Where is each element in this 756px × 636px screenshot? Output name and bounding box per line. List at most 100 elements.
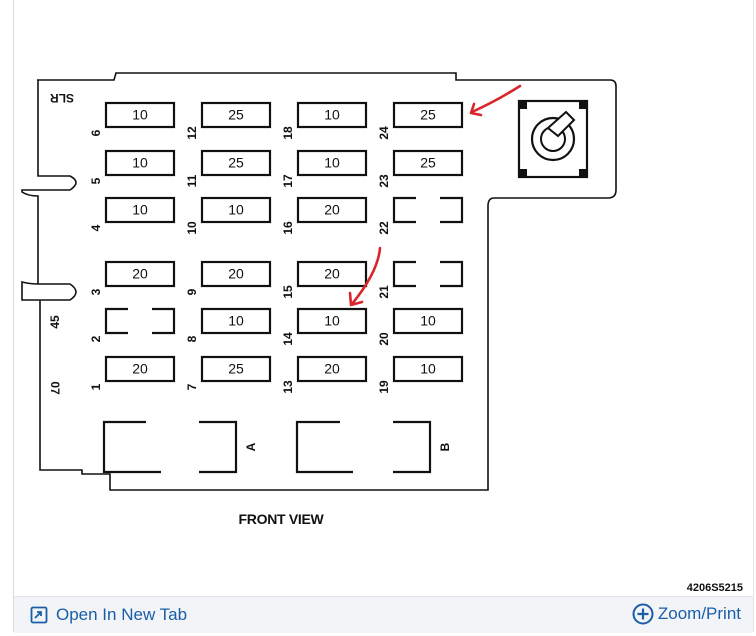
fuse-3-body (104, 260, 176, 288)
fuse-11: 25 11 (185, 149, 272, 187)
circle-plus-icon (632, 603, 654, 625)
fuse-11-number: 11 (185, 174, 199, 187)
fuse-22: 22 (377, 196, 464, 235)
fuse-17-body (296, 149, 368, 177)
relay-b-label: B (438, 442, 452, 451)
relay-a: A (102, 420, 258, 474)
fuse-4-body (104, 196, 176, 224)
fuse-7: 25 7 (185, 355, 272, 390)
label-45: 45 (48, 315, 62, 329)
fuse-13-body (296, 355, 368, 383)
fuse-8-body (200, 307, 272, 335)
fuse-21: 21 (377, 260, 464, 299)
fuse-18-rating: 10 (324, 107, 340, 123)
fuse-17: 10 17 (281, 149, 368, 188)
fuse-18-body (296, 101, 368, 129)
fuse-20-body (392, 307, 464, 335)
fuse-3-rating: 20 (132, 266, 148, 282)
fuse-1-body (104, 355, 176, 383)
fuse-23-number: 23 (377, 174, 391, 188)
fuse-6-number: 6 (89, 129, 103, 136)
red-arrow-middle (348, 246, 382, 307)
rotary-switch (517, 99, 589, 179)
fuse-19-body (392, 355, 464, 383)
slr-label: SLR (50, 91, 74, 105)
fuse-5: 105 (89, 149, 176, 184)
fuse-10-body (200, 196, 272, 224)
fuse-24: 25 24 (377, 101, 464, 140)
fuse-11-rating: 25 (228, 155, 244, 171)
fuse-9-body (200, 260, 272, 288)
fuse-16-rating: 20 (324, 202, 340, 218)
fuse-9: 20 9 (185, 260, 272, 295)
fuse-17-number: 17 (281, 174, 295, 188)
fuse-14-rating: 10 (324, 313, 340, 329)
front-view-caption: FRONT VIEW (239, 511, 325, 527)
fuse-20-rating: 10 (420, 313, 436, 329)
fuse-24-number: 24 (377, 126, 391, 140)
fuse-19-number: 19 (377, 380, 391, 394)
fuse-19-rating: 10 (420, 361, 436, 377)
label-07: 07 (48, 381, 62, 395)
fuse-11-body (200, 149, 272, 177)
fuse-4-number: 4 (89, 224, 103, 231)
fuse-6: 106 (89, 101, 176, 136)
open-in-new-tab-label: Open In New Tab (56, 605, 188, 624)
fuse-23-body (392, 149, 464, 177)
fuse-12-rating: 25 (228, 107, 244, 123)
fuse-17-rating: 10 (324, 155, 340, 171)
red-arrow-top (469, 84, 522, 117)
fuse-2: 2 (89, 307, 176, 342)
fuse-9-rating: 20 (228, 266, 244, 282)
relay-b: B (295, 420, 452, 474)
fuse-15-rating: 20 (324, 266, 340, 282)
fuse-19: 10 19 (377, 355, 464, 394)
fuse-2-empty-slot (104, 307, 176, 335)
fuse-20-number: 20 (377, 332, 391, 346)
fuse-grid: 2012203104105106257108209101025112512201… (89, 101, 464, 394)
fuse-10-rating: 10 (228, 202, 244, 218)
fuse-1: 20 1 (89, 355, 176, 390)
fuse-5-number: 5 (89, 177, 103, 184)
figure-code: 4206S5215 (687, 582, 743, 594)
fuse-15-number: 15 (281, 285, 295, 299)
zoom-print-link[interactable]: Zoom/Print (632, 601, 741, 627)
fuse-14-body (296, 307, 368, 335)
fuse-2-number: 2 (89, 335, 103, 342)
fuse-16-body (296, 196, 368, 224)
fuse-9-number: 9 (185, 288, 199, 295)
open-in-new-tab-icon (30, 606, 48, 624)
zoom-print-label: Zoom/Print (657, 604, 741, 623)
fuse-5-body (104, 149, 176, 177)
fuse-24-rating: 25 (420, 107, 436, 123)
fuse-22-number: 22 (377, 221, 391, 235)
fuse-14-number: 14 (281, 332, 295, 346)
fuse-13-rating: 20 (324, 361, 340, 377)
fuse-4: 10 4 (89, 196, 176, 231)
fuse-1-number: 1 (89, 383, 103, 390)
fuse-3: 20 3 (89, 260, 176, 295)
fuse-1-rating: 20 (132, 361, 148, 377)
fuse-7-number: 7 (185, 383, 199, 390)
fuse-8-rating: 10 (228, 313, 244, 329)
fuse-8-number: 8 (185, 335, 199, 342)
fuse-21-number: 21 (377, 285, 391, 299)
fuse-24-body (392, 101, 464, 129)
fuse-8: 10 8 (185, 307, 272, 342)
fuse-4-rating: 10 (132, 202, 148, 218)
fuse-box-diagram: SLR 45 07 201220310410510625710820910102… (21, 72, 743, 594)
fuse-22-empty-slot (392, 196, 464, 224)
fuse-14: 10 14 (281, 307, 368, 346)
fuse-7-rating: 25 (228, 361, 244, 377)
open-in-new-tab-link[interactable]: Open In New Tab (30, 603, 187, 627)
image-toolbar: Open In New Tab Zoom/Print (14, 596, 753, 633)
fuse-3-number: 3 (89, 288, 103, 295)
fuse-15-body (296, 260, 368, 288)
fuse-13-number: 13 (281, 380, 295, 394)
